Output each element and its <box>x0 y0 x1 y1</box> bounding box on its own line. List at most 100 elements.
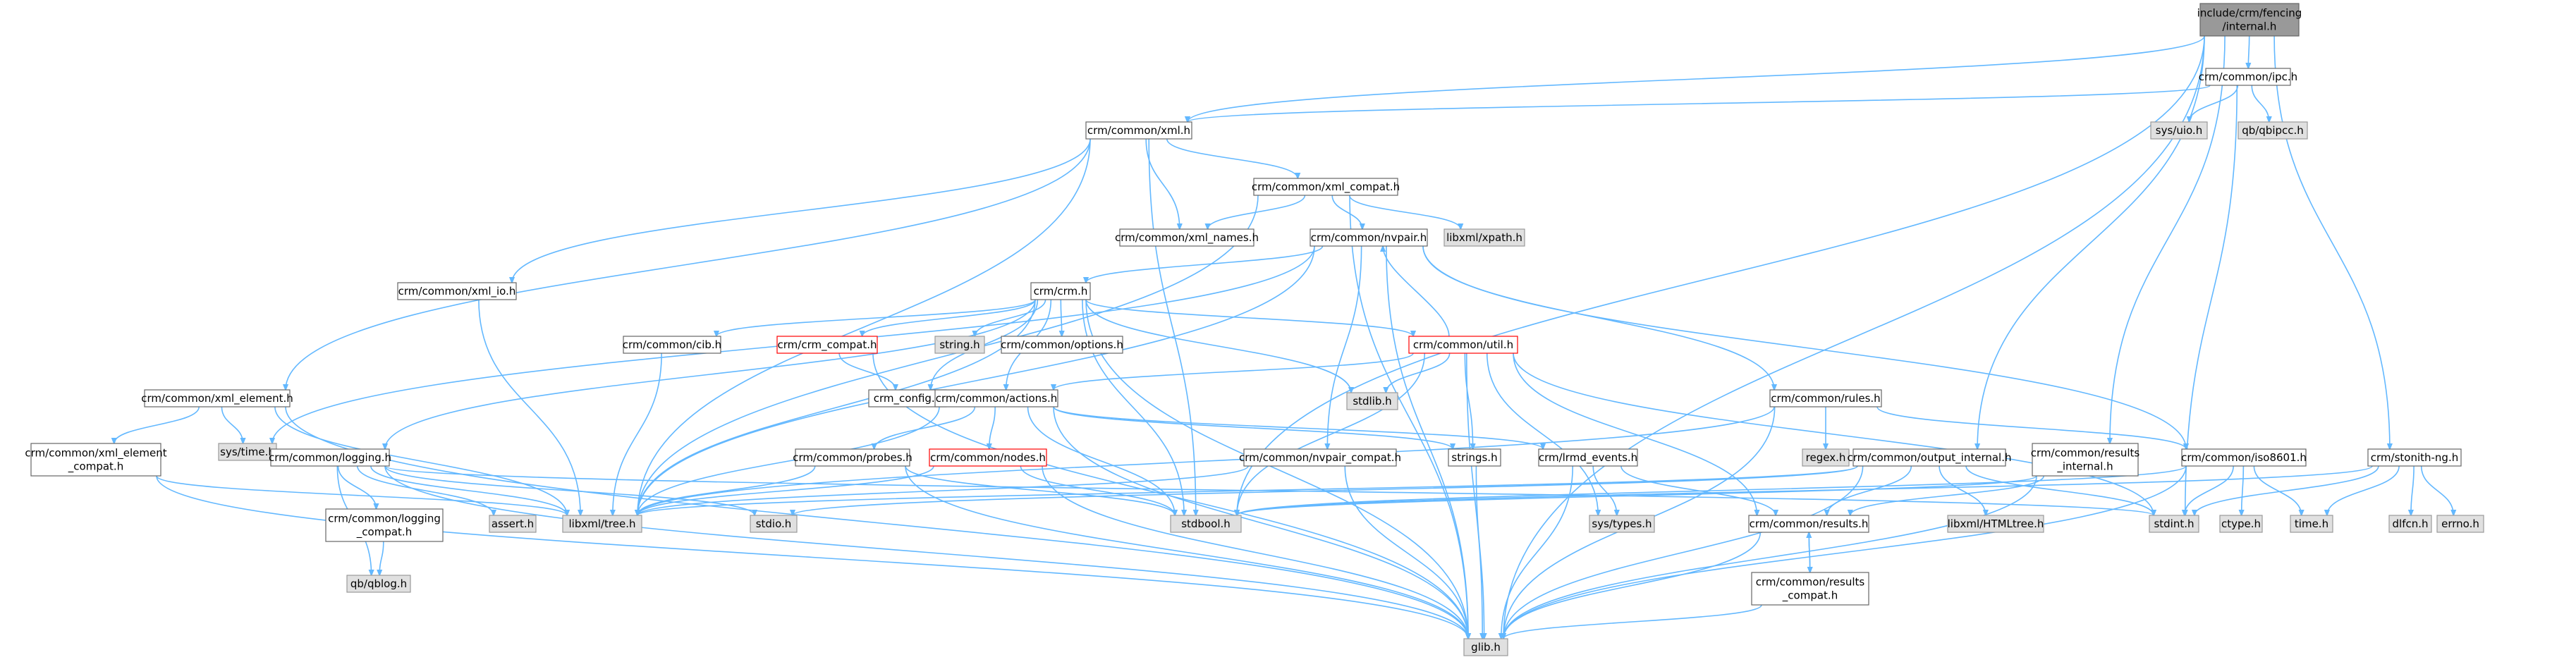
node-output-internal[interactable]: crm/common/output_internal.h <box>1847 448 2012 467</box>
node-xml-element[interactable]: crm/common/xml_element.h <box>141 389 293 407</box>
node-crm-compat[interactable]: crm/crm_compat.h <box>776 336 878 354</box>
node-ipc[interactable]: crm/common/ipc.h <box>2199 68 2297 86</box>
edge-util-to-stdint <box>1513 353 2154 515</box>
edge-xml_compat-to-xml_names <box>1208 195 1306 229</box>
node-logging-compat[interactable]: crm/common/logging_compat.h <box>325 508 444 542</box>
node-xml-element-compat[interactable]: crm/common/xml_element_compat.h <box>25 443 167 477</box>
node-label: string.h <box>939 338 979 351</box>
node-results[interactable]: crm/common/results.h <box>1748 515 1869 533</box>
edge-nodes-to-glib <box>1042 465 1468 639</box>
node-label: qb/qblog.h <box>350 577 407 590</box>
node-box <box>1748 515 1869 533</box>
node-nvpair[interactable]: crm/common/nvpair.h <box>1310 228 1428 247</box>
node-regex-h: regex.h <box>1802 448 1850 467</box>
node-logging[interactable]: crm/common/logging.h <box>269 448 391 467</box>
node-xml-names[interactable]: crm/common/xml_names.h <box>1115 228 1259 247</box>
node-label: _internal.h <box>2056 460 2113 474</box>
node-box <box>1408 336 1518 354</box>
edge-nvpair-to-libxml_tree <box>637 245 1315 515</box>
edge-root-to-stonith_ng <box>2273 35 2390 449</box>
node-box <box>2367 448 2462 467</box>
edge-results_compat-to-glib <box>1503 604 1762 639</box>
node-nvpair-compat[interactable]: crm/common/nvpair_compat.h <box>1239 448 1401 467</box>
node-glib: glib.h <box>1463 638 1508 656</box>
edge-rules-to-libxml_tree <box>637 406 1775 515</box>
node-probes[interactable]: crm/common/probes.h <box>793 448 912 467</box>
node-xml-compat[interactable]: crm/common/xml_compat.h <box>1252 178 1400 196</box>
edge-probes-to-glib <box>905 465 1468 639</box>
edge-xml-to-stdbool <box>1148 138 1196 515</box>
edge-crm-to-logging <box>385 299 1036 449</box>
node-box <box>397 282 517 300</box>
node-actions[interactable]: crm/common/actions.h <box>934 389 1058 407</box>
edge-root-to-ipc <box>2248 35 2249 68</box>
edge-util-to-stdlib_h <box>1386 353 1451 393</box>
node-label: sys/types.h <box>1592 517 1652 530</box>
edge-stonith_ng-to-dlfcn_h <box>2411 465 2415 515</box>
node-iso8601[interactable]: crm/common/iso8601.h <box>2181 448 2307 467</box>
node-label: stdbool.h <box>1181 517 1231 530</box>
edge-output_internal-to-results <box>1827 465 1912 515</box>
node-label: stdint.h <box>2154 517 2194 530</box>
node-box <box>2290 515 2333 533</box>
node-xml-io[interactable]: crm/common/xml_io.h <box>397 282 517 300</box>
node-crm-config[interactable]: crm_config.h <box>868 389 947 407</box>
node-box <box>1253 178 1398 196</box>
edge-nvpair-to-iso8601 <box>1422 245 2186 449</box>
edge-xml_element-to-sys_time <box>221 406 243 443</box>
node-label: crm/common/nvpair.h <box>1311 231 1427 244</box>
edge-util-to-results <box>1513 353 1757 515</box>
node-strings-h[interactable]: strings.h <box>1448 448 1501 467</box>
edge-stonith_ng-to-stdbool <box>1237 465 2373 515</box>
edge-iso8601-to-ctype_h <box>2242 465 2244 515</box>
node-util[interactable]: crm/common/util.h <box>1408 336 1518 354</box>
node-stdint: stdint.h <box>2149 515 2199 533</box>
edge-xml_element-to-libxml_tree <box>274 406 567 515</box>
node-label: crm/common/nodes.h <box>930 451 1046 464</box>
edge-crm_compat-to-crm_config <box>838 353 896 390</box>
node-root[interactable]: include/crm/fencing/internal.h <box>2197 3 2302 37</box>
node-nodes[interactable]: crm/common/nodes.h <box>929 448 1047 467</box>
node-rules[interactable]: crm/common/rules.h <box>1769 389 1882 407</box>
edge-ipc-to-stdint <box>2185 85 2238 515</box>
edge-actions-to-nodes <box>989 406 996 449</box>
edge-probes-to-libxml_tree <box>637 465 816 515</box>
edge-nvpair-to-crm <box>1086 245 1324 283</box>
node-box <box>1170 515 1242 533</box>
edge-xml_element-to-glib <box>285 406 1468 639</box>
edge-actions-to-probes <box>874 406 976 449</box>
edge-xml-to-xml_io <box>512 138 1091 283</box>
node-stonith-ng[interactable]: crm/stonith-ng.h <box>2367 448 2462 467</box>
edge-crm-to-cib <box>716 299 1036 336</box>
edge-iso8601-to-glib <box>1503 465 2187 639</box>
edge-actions-to-stdbool <box>1027 406 1175 515</box>
node-label: libxml/tree.h <box>568 517 635 530</box>
node-label: crm/crm_compat.h <box>778 338 877 352</box>
node-results-compat[interactable]: crm/common/results_compat.h <box>1751 572 1869 606</box>
node-label: crm/crm.h <box>1034 285 1088 298</box>
edge-lrmd_events-to-sys_types <box>1592 465 1617 515</box>
node-box <box>1085 121 1192 140</box>
edge-nvpair_compat-to-glib <box>1344 465 1468 639</box>
edge-nodes-to-libxml_tree <box>637 465 934 515</box>
node-box <box>2388 515 2432 533</box>
node-box <box>2032 443 2139 477</box>
node-label: /internal.h <box>2223 20 2277 33</box>
node-results-internal[interactable]: crm/common/results_internal.h <box>2031 443 2140 477</box>
node-xml[interactable]: crm/common/xml.h <box>1085 121 1192 140</box>
node-lrmd-events[interactable]: crm/lrmd_events.h <box>1538 448 1638 467</box>
node-box <box>325 508 444 542</box>
node-box <box>1802 448 1850 467</box>
node-box <box>1751 572 1869 606</box>
node-box <box>270 448 390 467</box>
node-label: crm/common/results.h <box>1750 517 1869 530</box>
node-cib[interactable]: crm/common/cib.h <box>623 336 721 354</box>
edge-stonith_ng-to-stdint <box>2195 465 2379 515</box>
node-label: _compat.h <box>68 460 123 474</box>
node-label: glib.h <box>1471 641 1501 654</box>
node-crm[interactable]: crm/crm.h <box>1030 282 1091 300</box>
node-box <box>1589 515 1655 533</box>
edge-xml_compat-to-libxml_xpath <box>1348 195 1461 229</box>
node-options[interactable]: crm/common/options.h <box>1001 336 1123 354</box>
